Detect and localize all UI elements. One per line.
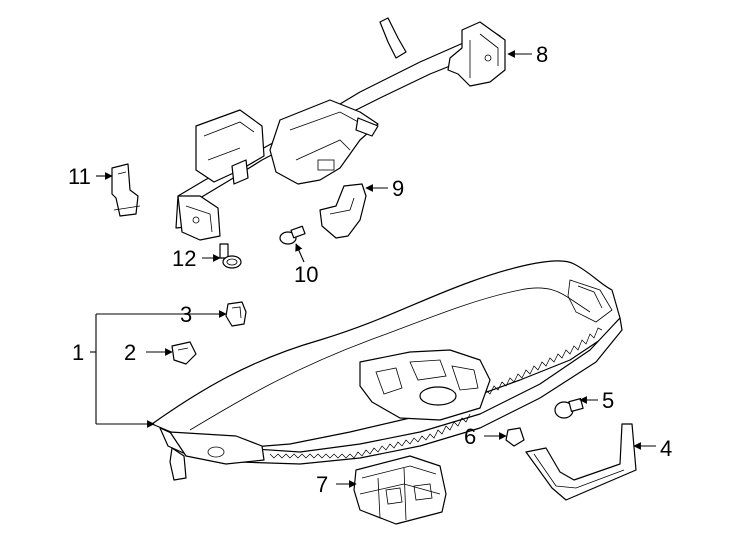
part-12-bolt [219,243,242,269]
callout-7: 7 [316,472,328,497]
part-11-bracket [111,163,141,217]
callout-8: 8 [536,42,548,67]
callout-4: 4 [660,436,672,461]
leader-lines [90,50,656,488]
callout-6: 6 [464,424,476,449]
part-2-clip [171,341,197,365]
callout-12: 12 [172,246,196,271]
callout-3: 3 [180,302,192,327]
callout-labels: 1 2 3 4 5 6 7 8 9 10 11 12 [68,42,672,497]
cross-car-beam [175,17,506,241]
part-4-brace [525,423,637,501]
part-3-clip [225,301,247,327]
part-9-bracket [319,183,367,239]
callout-5: 5 [602,388,614,413]
callout-2: 2 [124,340,136,365]
callout-10: 10 [294,262,318,287]
callout-11: 11 [68,164,91,189]
part-1-instrument-panel [151,260,623,481]
part-6-clip [505,427,525,447]
part-10-bolt [279,225,306,245]
part-7-bracket [353,455,447,525]
part-5-fastener [554,398,584,419]
callout-9: 9 [392,176,404,201]
callout-1: 1 [72,340,84,365]
